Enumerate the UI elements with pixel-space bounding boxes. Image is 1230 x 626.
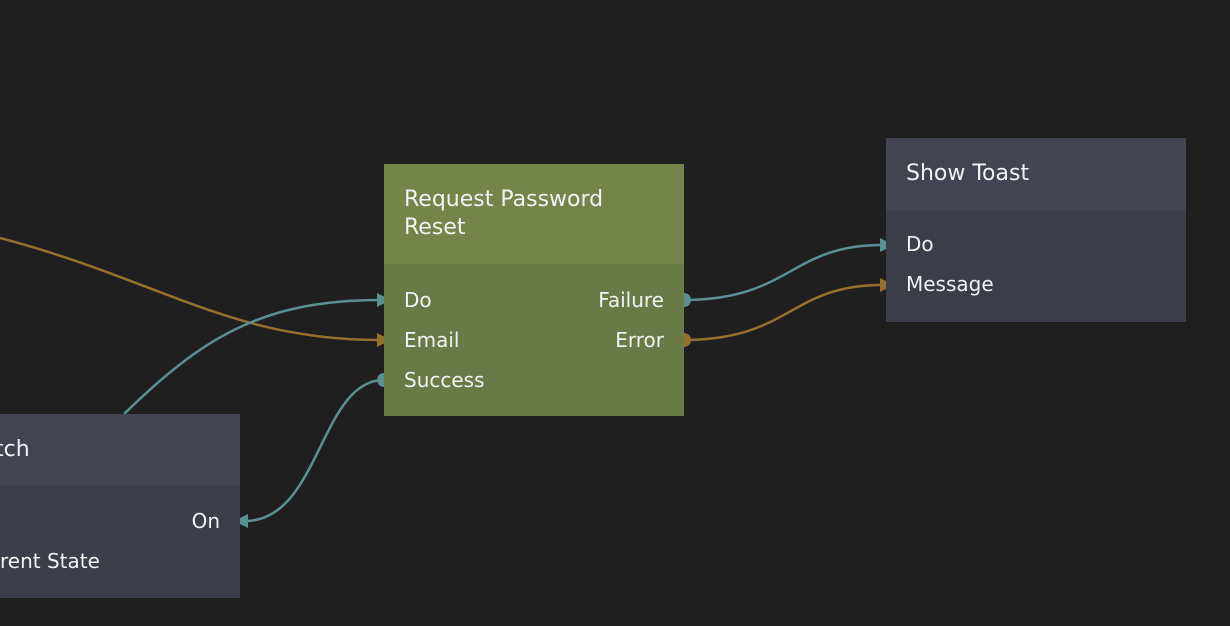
input-port-email[interactable]: Email <box>404 328 460 352</box>
node-header[interactable]: tch <box>0 414 240 486</box>
input-port-success[interactable]: Success <box>404 368 485 392</box>
node-body: Do Email Success Failure Error <box>384 264 684 416</box>
input-port-do[interactable]: Do <box>906 232 934 256</box>
node-header[interactable]: Request Password Reset <box>384 164 684 264</box>
output-port-on[interactable]: On <box>191 509 220 533</box>
node-header[interactable]: Show Toast <box>886 138 1186 210</box>
input-port-message[interactable]: Message <box>906 272 994 296</box>
node-title: Show Toast <box>906 161 1030 186</box>
node-body: Do Message <box>886 210 1186 322</box>
show-toast-node[interactable]: Show Toast Do Message <box>886 138 1186 322</box>
connection-wire-failure-do[interactable] <box>683 243 883 302</box>
connection-wire-error-message[interactable] <box>683 283 883 342</box>
node-body: On rent State <box>0 486 240 598</box>
connection-wire-success-on[interactable] <box>245 378 385 523</box>
switch-node[interactable]: tch On rent State <box>0 414 240 598</box>
node-title-line-2: Reset <box>404 215 466 240</box>
connection-wire-email[interactable] <box>0 236 381 342</box>
request-password-reset-node[interactable]: Request Password Reset Do Email Success … <box>384 164 684 416</box>
node-title: Request Password <box>404 187 604 212</box>
output-port-error[interactable]: Error <box>615 328 664 352</box>
output-port-current-state[interactable]: rent State <box>0 549 100 573</box>
output-port-failure[interactable]: Failure <box>598 288 664 312</box>
connection-wire-do[interactable] <box>123 298 381 415</box>
input-port-do[interactable]: Do <box>404 288 432 312</box>
node-title: tch <box>0 437 30 462</box>
arrow-input-icon[interactable] <box>234 514 248 528</box>
